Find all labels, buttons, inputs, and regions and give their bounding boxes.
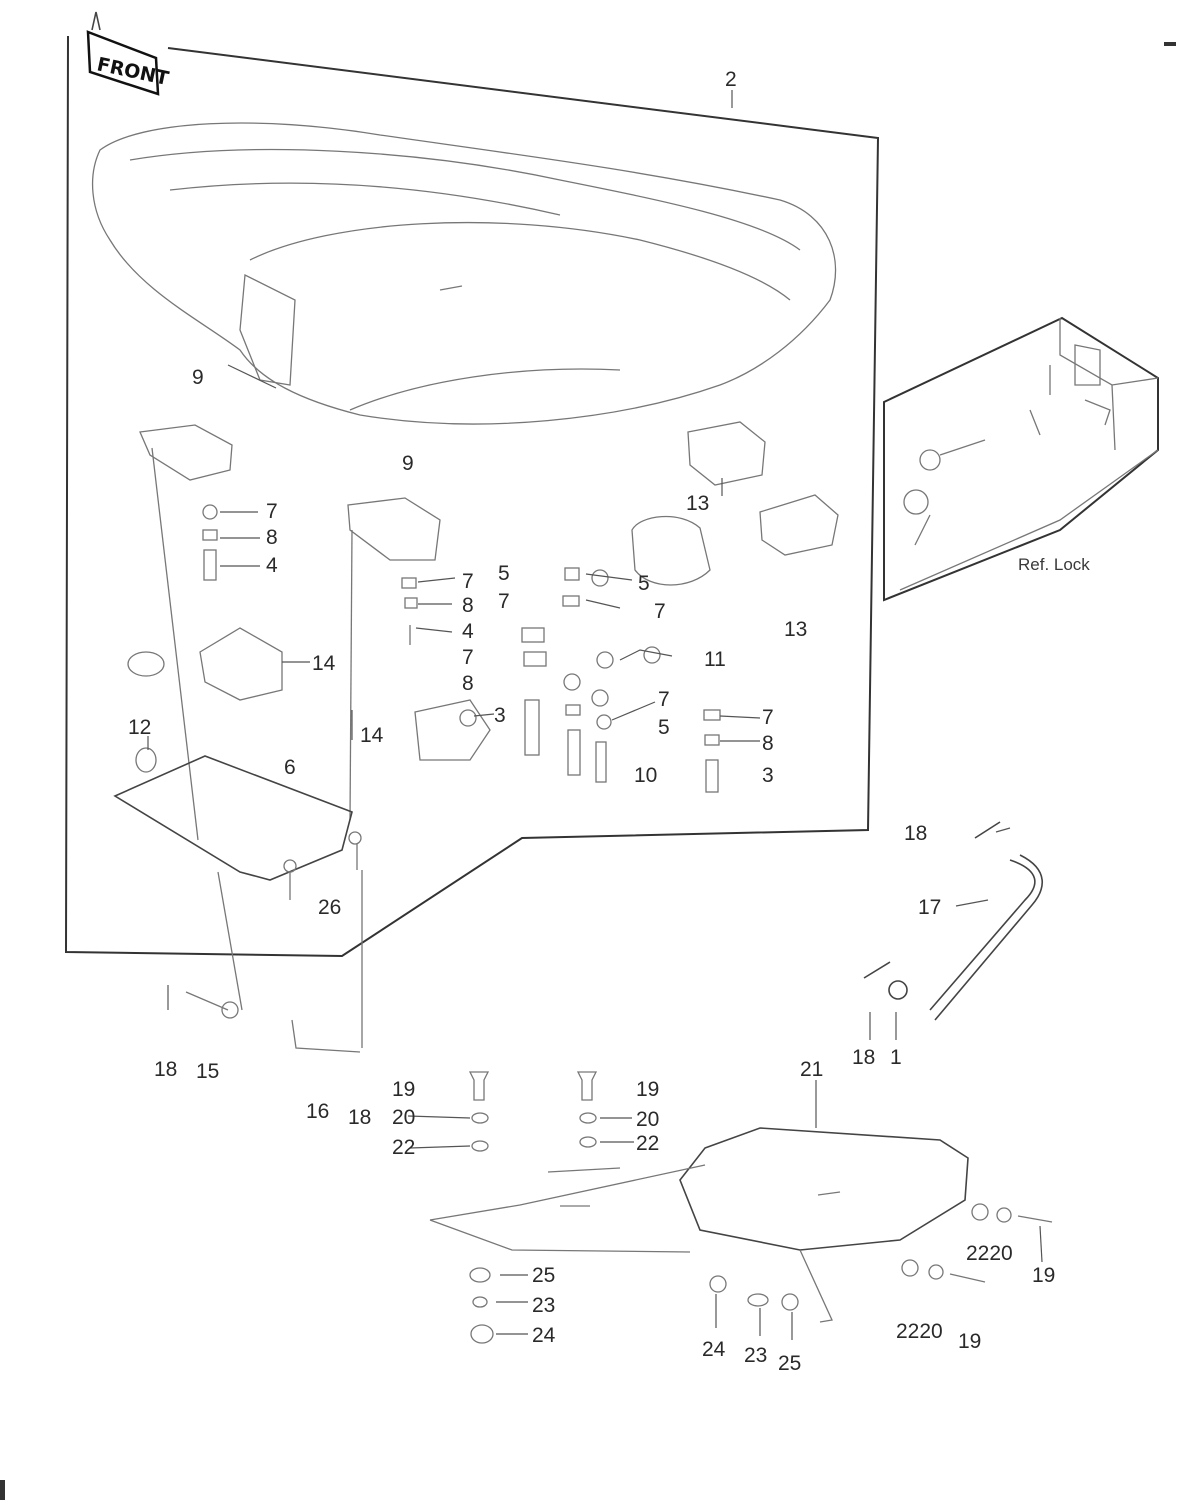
callout-9-upper: 9: [192, 366, 204, 389]
seat-cushion: [91, 122, 837, 425]
callout-5-a: 5: [498, 562, 510, 585]
callout-14-bottom: 14: [360, 724, 384, 747]
callout-6: 6: [284, 756, 296, 779]
callout-7-center: 7: [462, 570, 474, 593]
callout-2: 2: [725, 68, 737, 91]
callout-8-left: 8: [266, 526, 278, 549]
callout-26: 26: [318, 896, 341, 919]
callout-15: 15: [196, 1060, 219, 1083]
margin-mark-top: [1164, 42, 1176, 46]
callout-11: 11: [704, 648, 726, 671]
callout-1: 1: [890, 1046, 902, 1069]
callout-8-center-2: 8: [462, 672, 474, 695]
callout-18-left: 18: [154, 1058, 177, 1081]
callout-3-a: 3: [494, 704, 506, 727]
callout-16: 16: [306, 1100, 329, 1123]
callout-7-e: 7: [654, 600, 666, 623]
callout-19-d: 19: [958, 1330, 981, 1353]
callout-labels: 2 9 9 7 8 4 7 8 4 7 8 5 7 5 7 11 13 13 1…: [128, 68, 1055, 1375]
callout-22-a: 22: [392, 1136, 415, 1159]
callout-7-d: 7: [498, 590, 510, 613]
ref-lock-label: Ref. Lock: [1018, 555, 1090, 574]
callout-5-c: 5: [658, 716, 670, 739]
center-bracket-cluster: [347, 497, 661, 821]
lock-box: Ref. Lock: [883, 316, 1159, 602]
callout-4-left: 4: [266, 554, 278, 577]
callout-14-top: 14: [312, 652, 336, 675]
base-plate: [113, 755, 362, 900]
callout-21: 21: [800, 1058, 823, 1081]
callout-8-d: 8: [762, 732, 774, 755]
front-arrow-badge: FRONT: [86, 11, 171, 96]
callout-19-a: 19: [392, 1078, 415, 1101]
callout-2220-bottom: 2220: [896, 1320, 943, 1343]
callout-24-b: 24: [702, 1338, 726, 1361]
callout-18-bottom: 18: [348, 1106, 371, 1129]
seat-hinge-and-cable: [167, 821, 1044, 1053]
callout-7-f: 7: [658, 688, 670, 711]
callout-10: 10: [634, 764, 657, 787]
callout-22-b: 22: [636, 1132, 659, 1155]
callout-25-a: 25: [532, 1264, 555, 1287]
callout-13-right: 13: [784, 618, 807, 641]
callout-24-a: 24: [532, 1324, 556, 1347]
callout-7-center-2: 7: [462, 646, 474, 669]
callout-4-center: 4: [462, 620, 474, 643]
callout-7-left: 7: [266, 500, 278, 523]
callout-18-right: 18: [852, 1046, 875, 1069]
callout-17: 17: [918, 896, 941, 919]
callout-19-b: 19: [636, 1078, 659, 1101]
callout-9-lower: 9: [402, 452, 414, 475]
bolt-stacks: [468, 1071, 1053, 1283]
callout-20-b: 20: [636, 1108, 659, 1131]
callout-23-a: 23: [532, 1294, 555, 1317]
right-fastener-column: [703, 709, 721, 793]
callout-25-b: 25: [778, 1352, 801, 1375]
grommet-stacks: [469, 1267, 799, 1344]
callout-18-top: 18: [904, 822, 927, 845]
callout-20-a: 20: [392, 1106, 415, 1129]
assembly-frame: [64, 35, 880, 958]
left-front-bracket: [139, 424, 233, 841]
rubber-damper-pads: [127, 421, 839, 773]
callout-leaders: [147, 90, 1043, 1340]
callout-5-b: 5: [638, 572, 650, 595]
callout-13-top: 13: [686, 492, 709, 515]
callout-7-g: 7: [762, 706, 774, 729]
callout-23-b: 23: [744, 1344, 767, 1367]
callout-8-center: 8: [462, 594, 474, 617]
storage-tray: [429, 1127, 969, 1323]
callout-12: 12: [128, 716, 151, 739]
callout-2220-right: 2220: [966, 1242, 1013, 1265]
callout-19-c: 19: [1032, 1264, 1055, 1287]
margin-mark-bottom: [0, 1480, 5, 1500]
callout-3-b: 3: [762, 764, 774, 787]
